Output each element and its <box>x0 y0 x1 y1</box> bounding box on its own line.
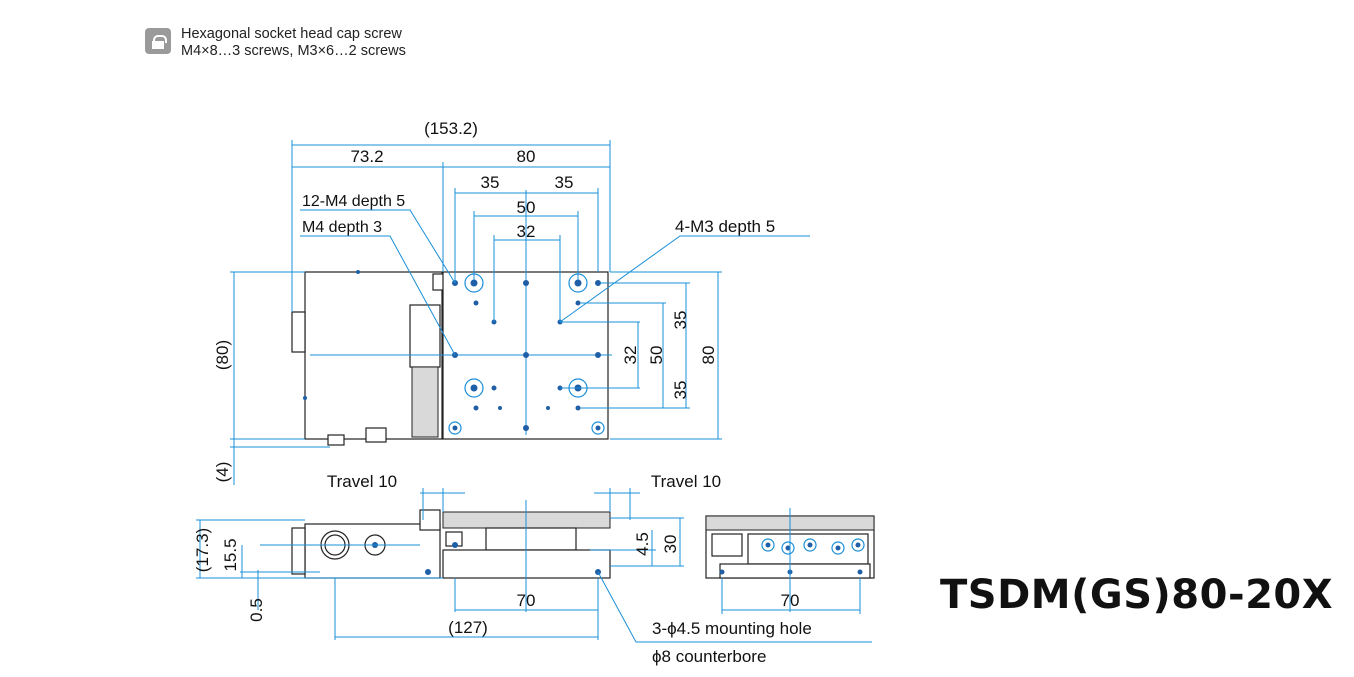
dim-v35-top: 35 <box>671 311 690 330</box>
legend: Hexagonal socket head cap screw M4×8…3 s… <box>145 26 406 60</box>
model-name: TSDM(GS)80-20X <box>940 572 1334 618</box>
dim-h4-5: 4.5 <box>633 532 652 556</box>
note-m3-depth5: 4-M3 depth 5 <box>675 217 775 236</box>
top-view: (153.2) 73.2 80 35 35 50 32 12-M4 depth … <box>213 119 810 485</box>
dim-height-80-paren: (80) <box>213 340 232 370</box>
dim-w127: (127) <box>448 618 488 637</box>
side-view: Travel 10 Travel 10 (17.3) 15.5 0.5 4.5 … <box>193 472 872 666</box>
end-motor <box>711 533 743 557</box>
note-m4-depth5: 12-M4 depth 5 <box>302 193 405 210</box>
travel-left: Travel 10 <box>327 472 397 491</box>
dim-half-right: 35 <box>555 173 574 192</box>
dim-w70-side: 70 <box>517 591 536 610</box>
dim-pitch-32: 32 <box>517 222 536 241</box>
note-mounting-hole: 3-ϕ4.5 mounting hole <box>652 619 812 638</box>
dim-left-width: 73.2 <box>350 147 383 166</box>
note-m4-depth3: M4 depth 3 <box>302 219 382 236</box>
side-guide <box>485 527 577 551</box>
end-view: 70 <box>705 508 875 614</box>
dim-overall-width: (153.2) <box>424 119 478 138</box>
legend-line-1: Hexagonal socket head cap screw <box>181 26 402 42</box>
lock-lever <box>327 434 345 446</box>
dim-w70-end: 70 <box>781 591 800 610</box>
dim-v32: 32 <box>621 346 640 365</box>
side-bracket <box>419 509 441 531</box>
dim-table-width: 80 <box>517 147 536 166</box>
dim-v35-bottom: 35 <box>671 381 690 400</box>
dim-h15-5: 15.5 <box>221 538 240 571</box>
knob <box>291 311 306 353</box>
side-knob <box>291 527 306 575</box>
connector <box>365 427 387 443</box>
dim-height-4-paren: (4) <box>213 462 232 483</box>
legend-line-2: M4×8…3 screws, M3×6…2 screws <box>181 43 406 59</box>
dim-pitch-50: 50 <box>517 198 536 217</box>
dim-h17-3: (17.3) <box>193 528 212 572</box>
dim-h0-5: 0.5 <box>247 598 266 622</box>
dim-v50: 50 <box>647 346 666 365</box>
dim-half-left: 35 <box>481 173 500 192</box>
legend-text: Hexagonal socket head cap screw M4×8…3 s… <box>181 26 406 60</box>
slot <box>409 304 441 368</box>
travel-right: Travel 10 <box>651 472 721 491</box>
hex-socket-screw-icon <box>145 28 171 54</box>
rail <box>411 366 439 438</box>
dim-h30: 30 <box>661 535 680 554</box>
note-counterbore: ϕ8 counterbore <box>652 647 766 666</box>
dim-v80: 80 <box>699 346 718 365</box>
